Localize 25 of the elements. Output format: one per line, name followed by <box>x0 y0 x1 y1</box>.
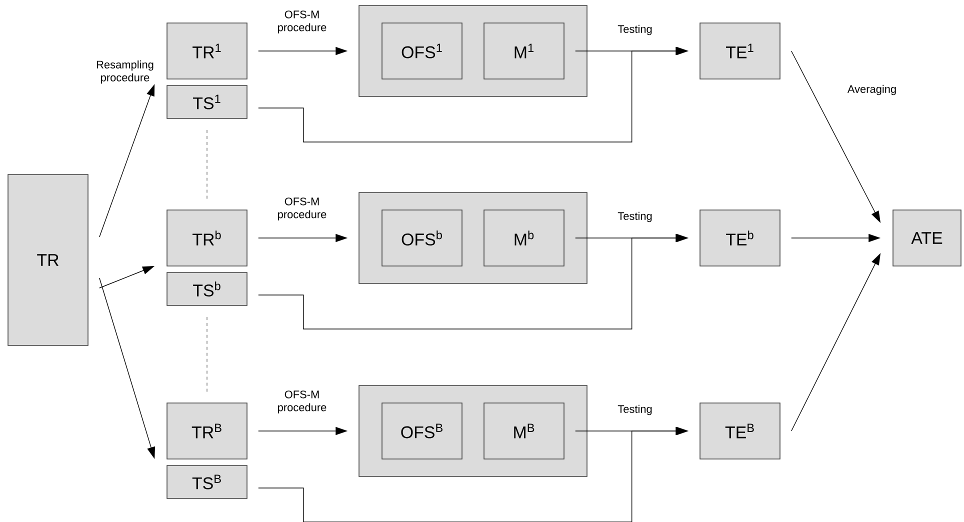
result-box: ATE <box>892 210 962 266</box>
process-box: OFS$^{B}$ <box>382 402 462 460</box>
result-box: TE$^{b}$ <box>700 210 780 266</box>
result-box: TE$^{1}$ <box>700 22 780 80</box>
result-box: TE$^{B}$ <box>700 402 780 460</box>
process-box: M$^{b}$ <box>484 210 564 266</box>
edge-label: Averaging <box>847 84 896 96</box>
process-box: M$^{1}$ <box>484 22 564 80</box>
process-box: M$^{B}$ <box>484 402 564 460</box>
process-box: OFS$^{b}$ <box>382 210 462 266</box>
edge-label: Testing <box>618 404 652 416</box>
test-box: TS$^{B}$ <box>166 465 248 499</box>
training-box: TR$^{b}$ <box>166 210 248 266</box>
edge-label: Testing <box>618 24 652 36</box>
training-box: TR$^{B}$ <box>166 402 248 460</box>
test-box: TS$^{1}$ <box>166 85 248 119</box>
training-box: TR$^{1}$ <box>166 22 248 80</box>
data-box: TR <box>8 174 88 346</box>
edge-label: OFS-M procedure <box>278 198 326 220</box>
edge-label: OFS-M procedure <box>278 10 326 34</box>
test-box: TS$^{b}$ <box>166 272 248 306</box>
edge-label: Resampling procedure <box>96 60 154 84</box>
process-box: OFS$^{1}$ <box>382 22 462 80</box>
edge-label: Testing <box>618 212 652 222</box>
edge-label: OFS-M procedure <box>278 390 326 414</box>
